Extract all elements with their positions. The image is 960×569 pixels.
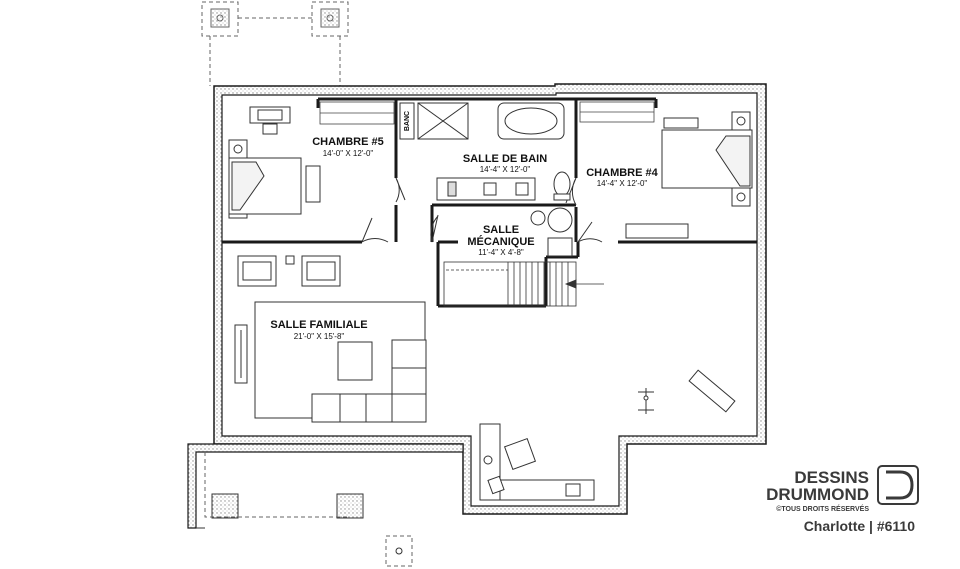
chambre4-furniture [625,111,753,239]
interior-walls [222,97,757,308]
chambre5-name: CHAMBRE #5 [312,136,384,148]
office-gym-furniture [479,369,736,501]
chambre4-dims: 14'-4" X 12'-0" [597,179,648,188]
chambre5-furniture [228,106,321,219]
chambre4-name: CHAMBRE #4 [586,167,658,179]
salle-familiale-dims: 21'-0" X 15'-8" [294,332,345,341]
salle-mecanique-dims: 11'-4" X 4'-8" [478,248,524,257]
terrace-lower-left [187,443,464,567]
brand-rights: ©TOUS DROITS RÉSERVÉS [776,504,869,513]
doors [361,177,603,243]
closets [319,101,655,125]
plan-name: Charlotte | #6110 [804,518,916,534]
exterior-columns-top [201,1,349,86]
bathroom-fixtures [399,102,571,201]
salle-mecanique-name-line2: MÉCANIQUE [467,235,534,248]
salle-familiale-name: SALLE FAMILIALE [270,319,367,331]
drummond-logo-icon [877,465,919,505]
salle-mecanique-name-line1: SALLE [483,224,519,236]
brand-line1: DESSINS [794,468,869,487]
stairs [443,261,604,307]
banc-label: BANC [404,111,411,131]
brand-line2: DRUMMOND [766,485,869,504]
brand-block: DESSINS DRUMMOND ©TOUS DROITS RÉSERVÉS C… [766,465,919,534]
family-room-furniture [234,255,427,423]
salle-de-bain-dims: 14'-4" X 12'-0" [480,165,531,174]
chambre5-dims: 14'-0" X 12'-0" [323,149,374,158]
mechanical-room-equipment [530,207,573,257]
salle-de-bain-name: SALLE DE BAIN [463,153,547,165]
